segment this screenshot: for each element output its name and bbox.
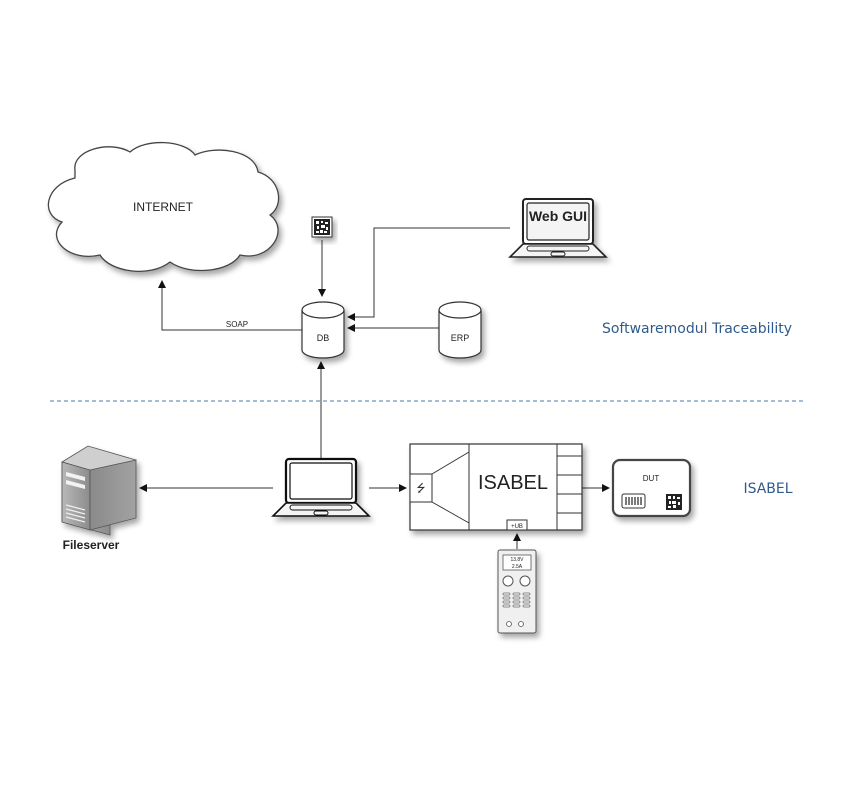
laptop-icon[interactable] [271, 457, 371, 517]
isabel-port-label: +UB [511, 524, 523, 530]
power-supply-current: 2.5A [512, 564, 523, 570]
region-label-isabel: ISABEL [743, 481, 792, 497]
datamatrix-icon [311, 216, 333, 238]
dut-label: DUT [643, 474, 660, 483]
isabel-device [409, 443, 583, 531]
soap-label: SOAP [226, 320, 248, 329]
db-label: DB [317, 333, 330, 343]
db-cylinder [301, 301, 345, 359]
fileserver-label: Fileserver [63, 538, 120, 552]
barcode-icon [621, 493, 646, 509]
erp-label: ERP [451, 333, 470, 343]
isabel-label: ISABEL [478, 472, 548, 494]
edge-webgui-db [347, 227, 510, 321]
power-supply-icon [497, 549, 537, 634]
edge-db-internet [158, 280, 302, 331]
power-supply-voltage: 13.8V [510, 557, 524, 563]
usb-icon: ⭍ [416, 482, 425, 495]
internet-label: INTERNET [133, 200, 194, 214]
datamatrix-icon [666, 494, 682, 510]
internet-cloud [47, 141, 280, 272]
webgui-laptop[interactable] [508, 198, 608, 258]
webgui-label: Web GUI [529, 208, 587, 224]
region-label-traceability: Softwaremodul Traceability [602, 321, 792, 337]
erp-cylinder [438, 301, 482, 359]
fileserver-icon [61, 445, 137, 536]
